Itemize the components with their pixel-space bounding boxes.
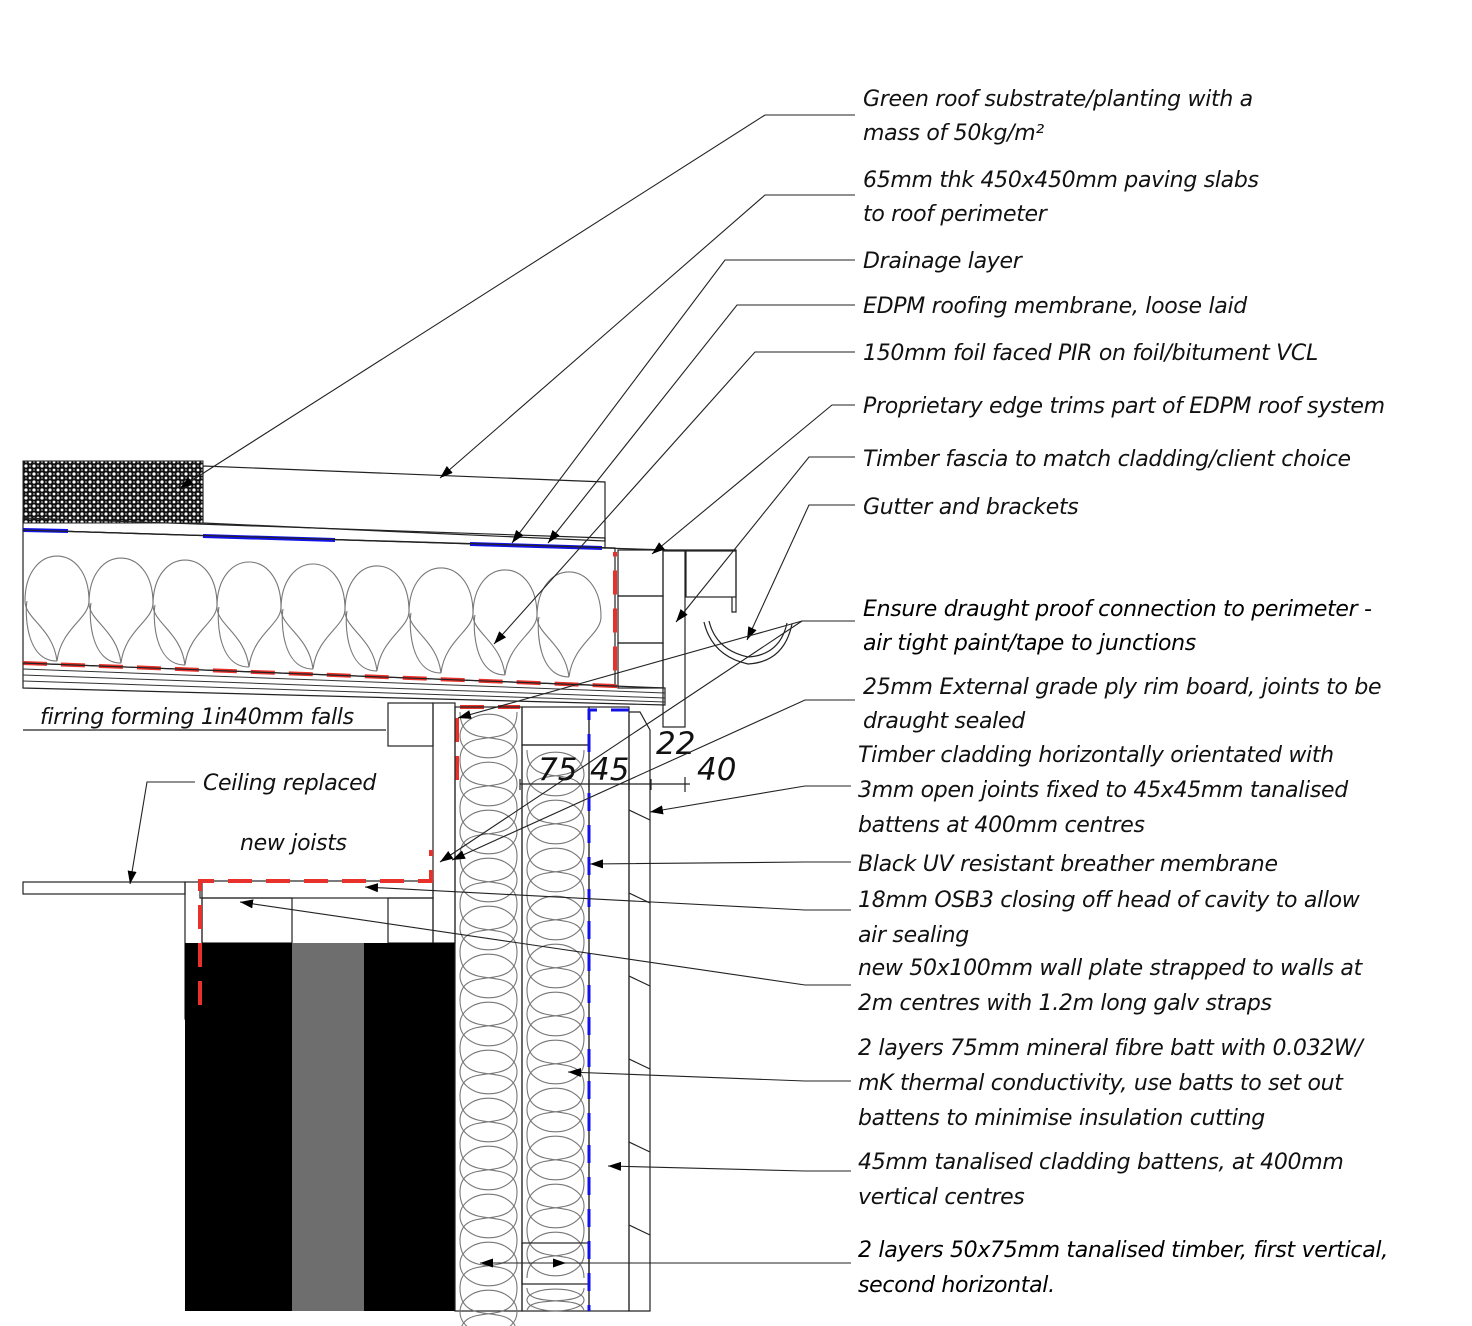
annotation-green-roof: Green roof substrate/planting with a mass… (863, 87, 1253, 146)
firring-block (387, 702, 434, 747)
edge-timber-top (617, 549, 664, 597)
wall-buildup (454, 706, 690, 1326)
annotation-line: to roof perimeter (863, 202, 1049, 227)
dim-fascia: 22 (656, 726, 695, 762)
annotation-list: Green roof substrate/planting with a mass… (858, 87, 1388, 1298)
annotation-line: 25mm External grade ply rim board, joint… (863, 675, 1381, 700)
annotation-edpm-membrane: EDPM roofing membrane, loose laid (863, 294, 1248, 319)
wall-plate (201, 897, 293, 944)
annotation-line: mass of 50kg/m² (863, 121, 1044, 146)
ceiling-leader (127, 781, 195, 885)
cladding-joints (628, 809, 651, 1236)
breather-membrane-line (587, 708, 629, 752)
green-roof-substrate (22, 460, 204, 524)
wall-plate-inner (387, 897, 434, 944)
annotation-line: Timber fascia to match cladding/client c… (863, 447, 1351, 472)
ceiling (22, 881, 186, 895)
annotation-osb-closer: 18mm OSB3 closing off head of cavity to … (858, 888, 1361, 948)
annotation-line: mK thermal conductivity, use batts to se… (858, 1071, 1344, 1096)
mineral-fibre-layer-1 (454, 706, 523, 1312)
annotation-line: 65mm thk 450x450mm paving slabs (863, 168, 1259, 193)
annotation-line: vertical centres (858, 1185, 1024, 1210)
annotation-gutter: Gutter and brackets (863, 495, 1078, 520)
airtight-line-wall (198, 850, 433, 1005)
annotation-paving-slabs: 65mm thk 450x450mm paving slabs to roof p… (863, 168, 1259, 227)
batten-cavity (588, 706, 630, 1312)
mineral-fibre-layer-2 (521, 744, 590, 1312)
masonry-cavity (292, 943, 364, 1311)
annotation-rim-board: 25mm External grade ply rim board, joint… (863, 675, 1381, 734)
annotation-cladding-battens: 45mm tanalised cladding battens, at 400m… (858, 1150, 1343, 1210)
annotation-line: EDPM roofing membrane, loose laid (863, 294, 1248, 319)
rim-board (432, 702, 456, 944)
head-timber (521, 706, 590, 746)
annotation-line: battens to minimise insulation cutting (858, 1106, 1265, 1131)
annotation-line: Black UV resistant breather membrane (858, 852, 1278, 877)
masonry-outer-leaf (364, 943, 455, 1311)
annotation-draught-proof: Ensure draught proof connection to perim… (863, 597, 1372, 656)
annotation-line: air sealing (858, 923, 969, 948)
osb-closer (199, 880, 434, 899)
annotation-drainage-layer: Drainage layer (863, 249, 1024, 274)
annotation-wall-plate: new 50x100mm wall plate strapped to wall… (858, 956, 1364, 1016)
annotation-mineral-fibre: 2 layers 75mm mineral fibre batt with 0.… (858, 1036, 1365, 1131)
joists-label: new joists (240, 831, 347, 856)
annotation-line: new 50x100mm wall plate strapped to wall… (858, 956, 1364, 981)
timber-cladding (628, 711, 651, 1312)
annotation-line: 2 layers 50x75mm tanalised timber, first… (858, 1238, 1388, 1263)
roof-buildup (22, 460, 793, 731)
annotation-line: Timber cladding horizontally orientated … (858, 743, 1334, 768)
dim-cladding: 40 (697, 752, 736, 788)
annotation-line: 3mm open joints fixed to 45x45mm tanalis… (858, 778, 1349, 803)
annotation-timber-layers: 2 layers 50x75mm tanalised timber, first… (858, 1238, 1388, 1298)
annotation-line: battens at 400mm centres (858, 813, 1145, 838)
wall-head (22, 702, 520, 1311)
timber-fascia (662, 550, 686, 728)
annotation-line: Ensure draught proof connection to perim… (863, 597, 1372, 622)
annotation-line: air tight paint/tape to junctions (863, 631, 1196, 656)
annotation-line: 45mm tanalised cladding battens, at 400m… (858, 1150, 1343, 1175)
dim-insulation: 75 (538, 752, 577, 788)
annotation-breather-membrane: Black UV resistant breather membrane (858, 852, 1278, 877)
annotation-line: 150mm foil faced PIR on foil/bitument VC… (863, 341, 1318, 366)
annotation-line: Green roof substrate/planting with a (863, 87, 1253, 112)
annotation-line: draught sealed (863, 709, 1026, 734)
edge-timber-bottom (617, 642, 664, 689)
gutter (703, 621, 793, 665)
firring-label: firring forming 1in40mm falls (40, 705, 354, 730)
annotation-timber-fascia: Timber fascia to match cladding/client c… (863, 447, 1351, 472)
paving-slab (202, 465, 606, 542)
edge-trim (685, 550, 737, 598)
annotation-line: Drainage layer (863, 249, 1024, 274)
annotation-pir-insulation: 150mm foil faced PIR on foil/bitument VC… (863, 341, 1318, 366)
annotation-timber-cladding: Timber cladding horizontally orientated … (858, 743, 1349, 838)
annotation-line: Proprietary edge trims part of EDPM roof… (863, 394, 1385, 419)
masonry-inner-leaf (185, 943, 292, 1311)
annotation-line: Gutter and brackets (863, 495, 1078, 520)
leader-lines (179, 114, 855, 1268)
roof-deck (22, 662, 666, 706)
mineral-fibre-pattern (459, 711, 585, 1326)
annotation-line: 2 layers 75mm mineral fibre batt with 0.… (858, 1036, 1365, 1061)
annotation-line: 2m centres with 1.2m long galv straps (858, 991, 1272, 1016)
annotation-edge-trims: Proprietary edge trims part of EDPM roof… (863, 394, 1385, 419)
annotation-line: second horizontal. (858, 1273, 1055, 1298)
annotation-line: 18mm OSB3 closing off head of cavity to … (858, 888, 1361, 913)
ceiling-label: Ceiling replaced (203, 771, 377, 796)
pir-insulation-pattern (24, 555, 602, 678)
